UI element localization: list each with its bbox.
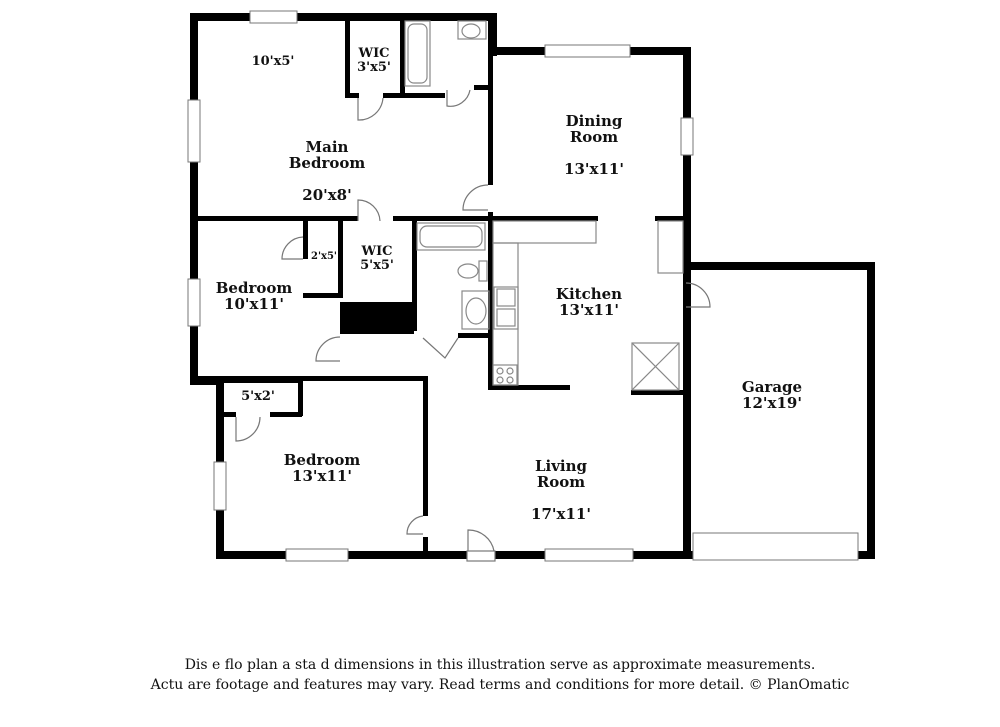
disclaimer: Dis e flo plan a sta d dimensions in thi…: [0, 655, 1000, 695]
room-dims: 17'x11': [531, 505, 591, 523]
room-name: Kitchen: [555, 285, 623, 303]
room-dims: 3'x5': [357, 60, 391, 75]
room-dims: 2'x5': [310, 251, 338, 262]
disclaimer-line-2: Actu are footage and features may vary. …: [150, 677, 850, 693]
room-dims: 20'x8': [302, 186, 352, 204]
room-label-closet-small: 2'x5': [311, 251, 337, 262]
room-name: Main Bedroom: [288, 138, 366, 172]
room-dims: 12'x19': [742, 394, 802, 412]
room-name: Bedroom: [215, 279, 293, 297]
room-label-main-bedroom: Main Bedroom 20'x8': [289, 123, 366, 219]
room-label-wic-main: WIC 3'x5': [357, 47, 391, 75]
room-label-kitchen: Kitchen 13'x11': [556, 286, 622, 318]
room-dims: 10'x11': [224, 295, 284, 313]
room-label-wic-mid: WIC 5'x5': [360, 245, 394, 273]
room-label-closet-52: 5'x2': [241, 390, 275, 404]
room-name: Bedroom: [283, 451, 361, 469]
room-name: WIC: [361, 244, 393, 259]
room-label-living: Living Room 17'x11': [531, 442, 591, 538]
room-label-bedroom-2: Bedroom 13'x11': [284, 452, 361, 484]
fixtures: [404, 20, 684, 391]
room-dims: 5'x5': [360, 258, 394, 273]
room-dims: 13'x11': [292, 467, 352, 485]
room-name: Living Room: [534, 457, 588, 491]
room-name: Dining Room: [565, 112, 623, 146]
room-label-garage: Garage 12'x19': [742, 379, 802, 411]
room-dims: 5'x2': [241, 389, 275, 404]
room-label-bedroom-1: Bedroom 10'x11': [216, 280, 293, 312]
room-name: WIC: [358, 46, 390, 61]
disclaimer-line-1: Dis e flo plan a sta d dimensions in thi…: [184, 657, 816, 673]
room-dims: 10'x5': [251, 54, 295, 69]
door-swings: [235, 89, 711, 562]
room-label-closet-top: 10'x5': [252, 55, 295, 69]
room-dims: 13'x11': [559, 301, 619, 319]
room-name: Garage: [741, 378, 803, 396]
room-label-dining: Dining Room 13'x11': [564, 97, 624, 193]
room-dims: 13'x11': [564, 160, 624, 178]
windows: [187, 10, 859, 562]
